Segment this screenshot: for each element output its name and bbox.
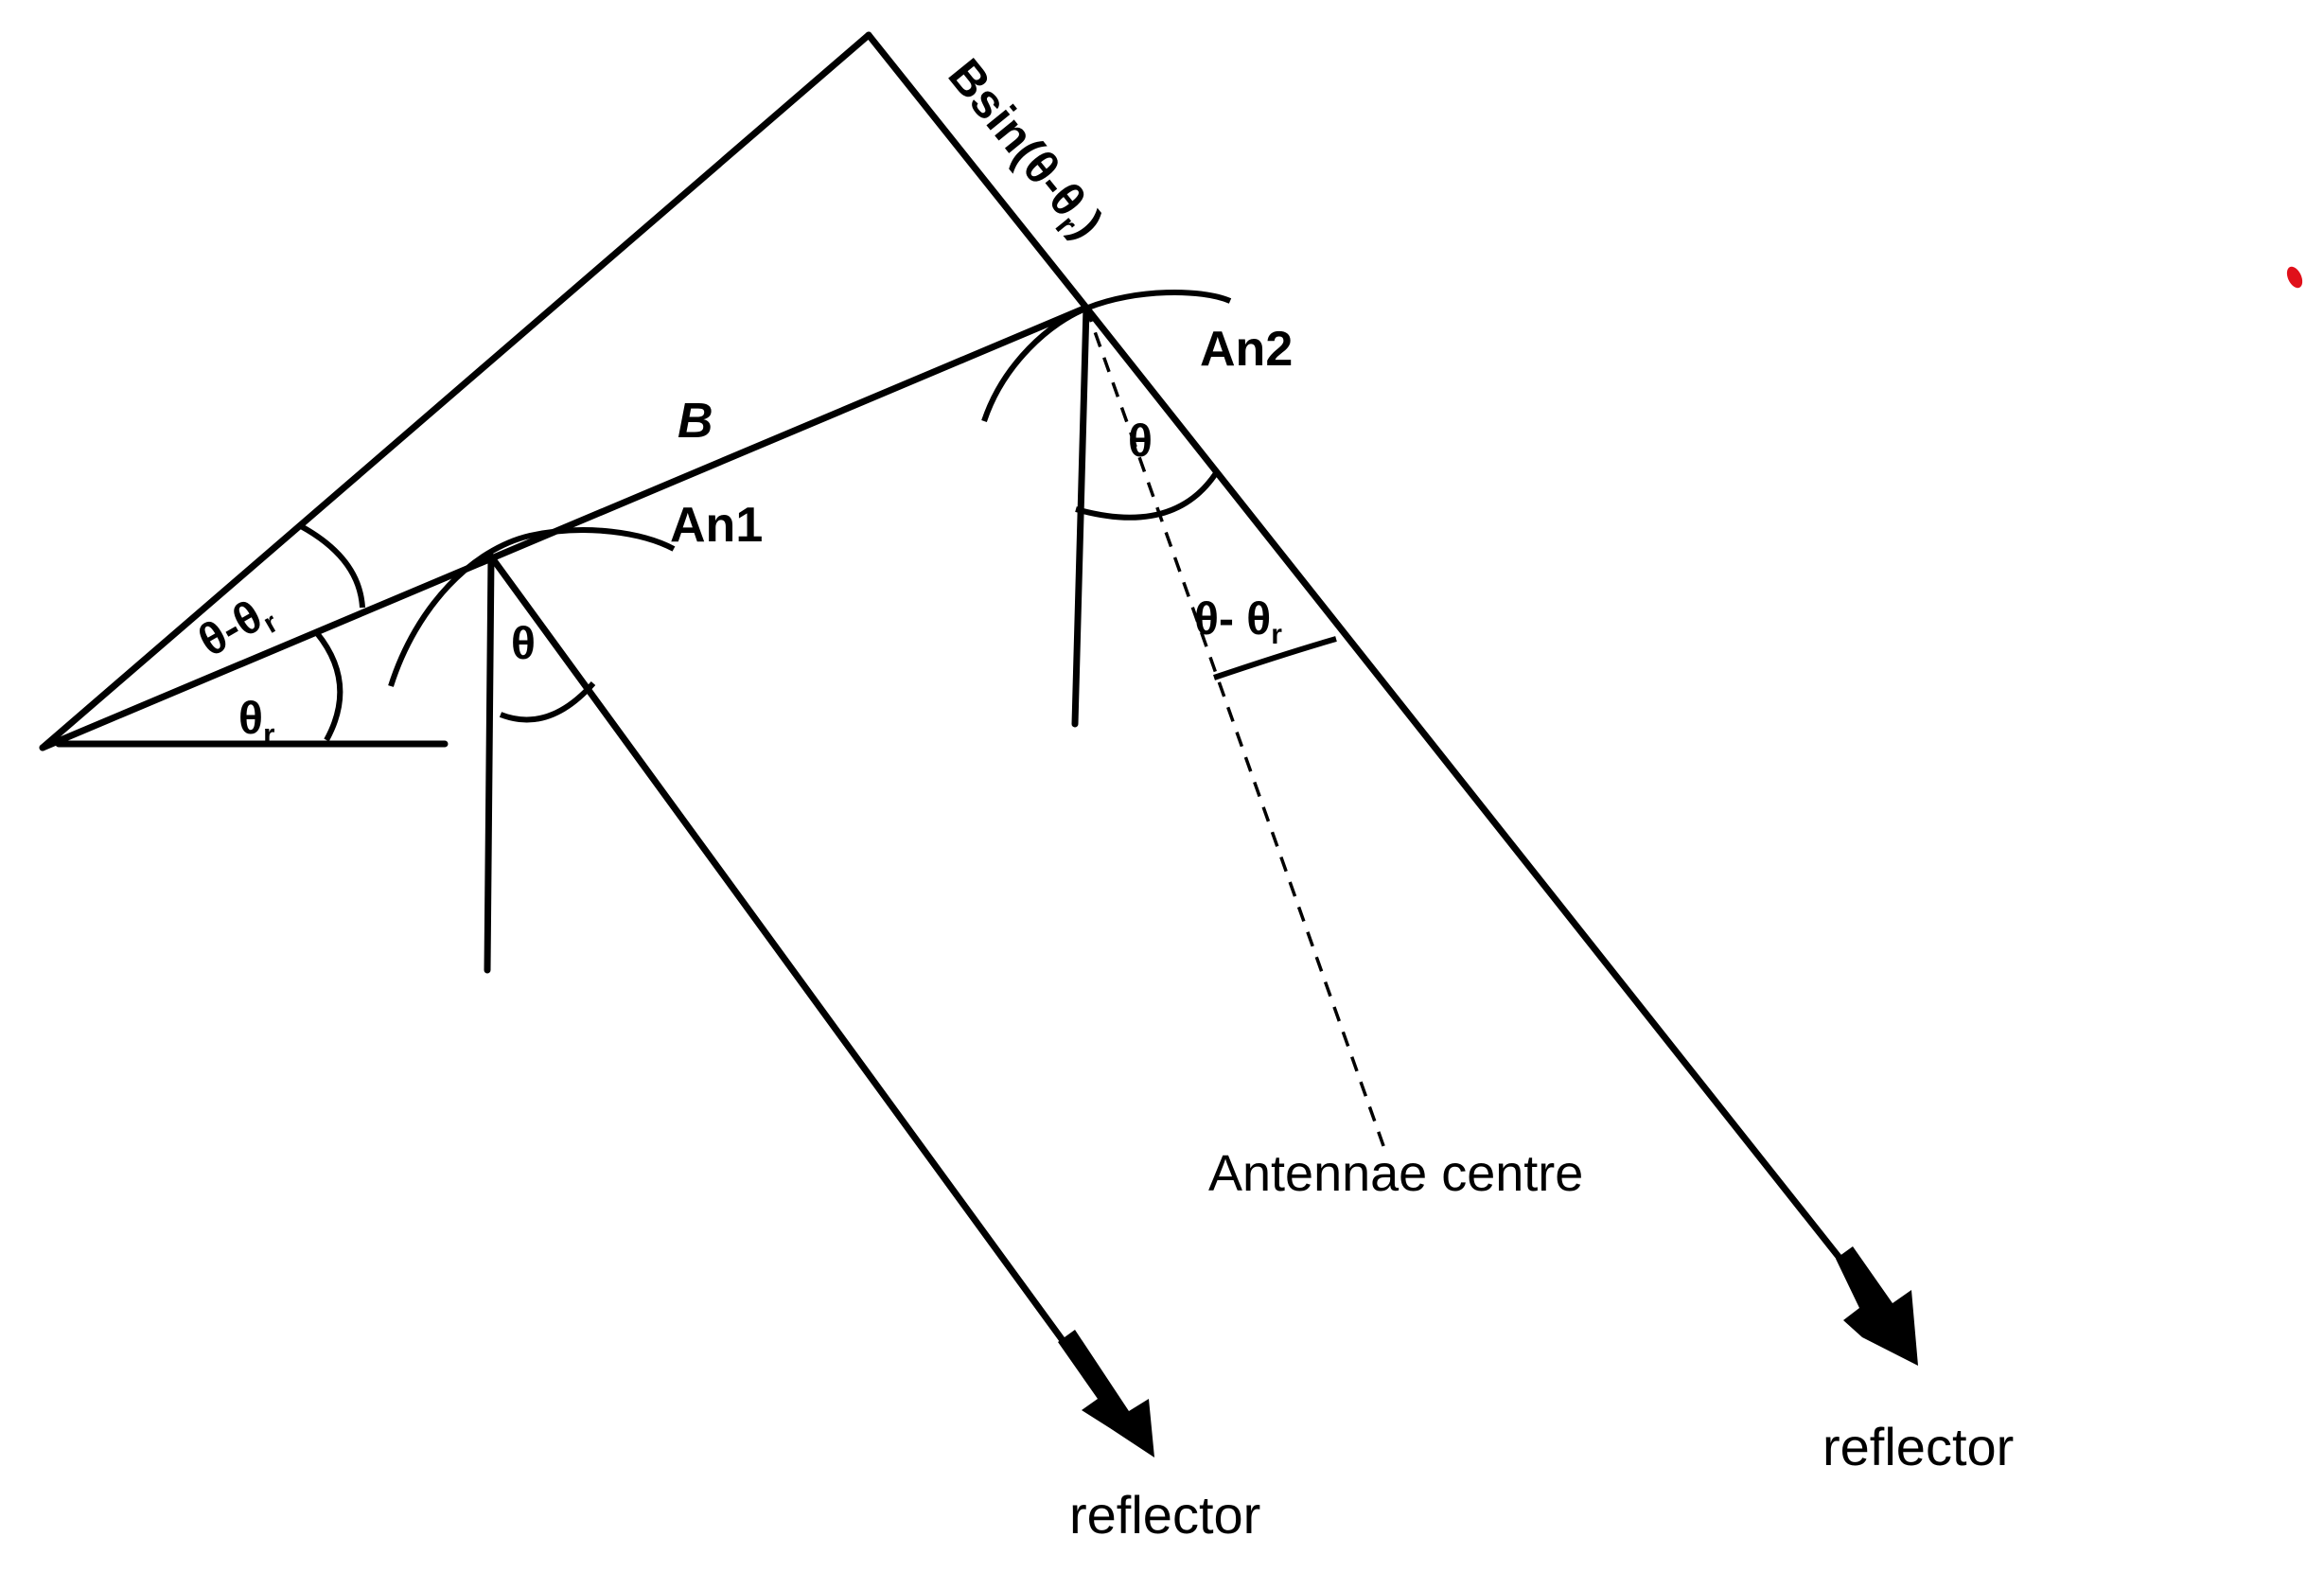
theta-r-label: θr: [238, 694, 274, 751]
theta-r-arc: [314, 631, 343, 742]
an2-label: An2: [1200, 322, 1293, 377]
top-right-line: [865, 31, 1090, 311]
an2-vertical-line: [1071, 304, 1090, 728]
an1-label: An1: [670, 498, 763, 553]
an2-ray-line: [1083, 304, 1854, 1275]
an2-theta-label: θ: [1128, 416, 1153, 467]
left-hypotenuse-line: [39, 31, 872, 751]
an2-antenna-arc: [981, 289, 1232, 422]
an1-theta-label: θ: [511, 619, 536, 669]
an2-theta-minus-theta-r-arc: [1213, 636, 1337, 680]
theta-minus-theta-r-right-label: θ- θr: [1194, 594, 1282, 650]
reflector-label-right: reflector: [1822, 1417, 2014, 1476]
an2-reflector-arrow: [1836, 1246, 1918, 1366]
an1-theta-arc: [499, 681, 596, 723]
an1-ray-line: [487, 553, 1076, 1357]
baseline-b-line: [39, 304, 1090, 751]
theta-minus-theta-r-left-label: θ-θr: [190, 586, 284, 672]
baseline-b-label: B: [678, 394, 713, 449]
an1-reflector-arrow: [1058, 1330, 1154, 1457]
antennae-centre-dashed-line: [1084, 307, 1389, 1157]
theta-minus-theta-r-arc: [299, 523, 365, 609]
antennae-centre-label: Antennae centre: [1208, 1145, 1583, 1202]
an2-theta-arc: [1075, 471, 1219, 521]
an1-vertical-line: [484, 553, 495, 974]
red-dot-marker: [2286, 266, 2303, 289]
an1-antenna-arc: [388, 527, 676, 687]
reflector-label-left: reflector: [1069, 1485, 1260, 1545]
